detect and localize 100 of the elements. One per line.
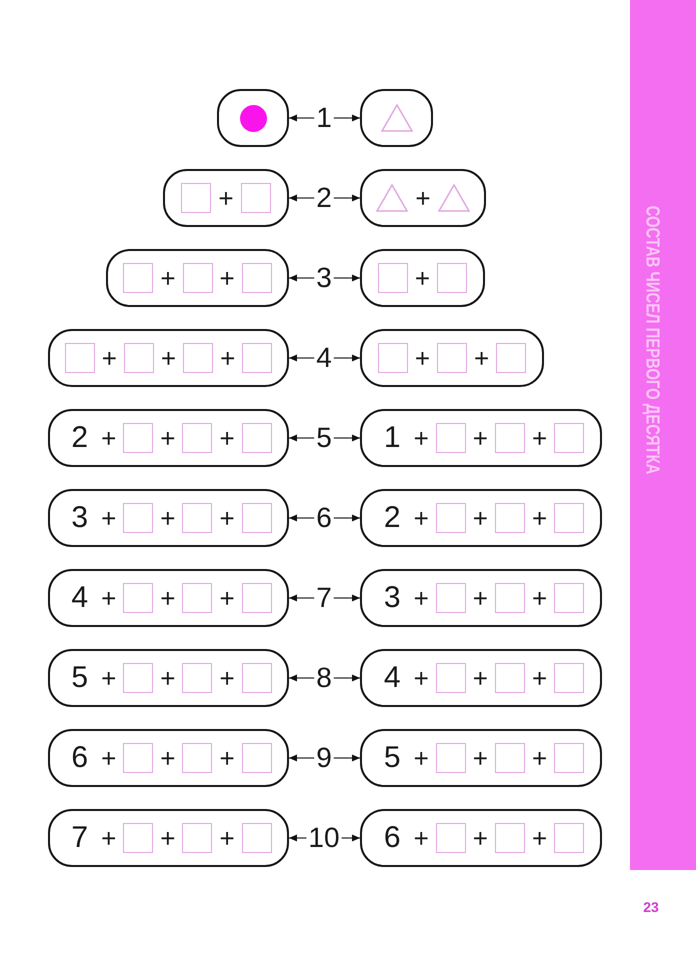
- answer-box: [437, 263, 468, 293]
- plus-sign: +: [532, 505, 548, 531]
- rounded-frame: [48, 409, 289, 467]
- plus-sign: +: [160, 665, 176, 691]
- arrow: [334, 194, 360, 202]
- plus-sign: +: [219, 665, 235, 691]
- plus-sign: +: [101, 825, 116, 851]
- plus-sign: +: [160, 825, 176, 851]
- answer-box: [124, 343, 154, 373]
- rounded-frame: [217, 89, 289, 147]
- rounded-frame: [360, 569, 602, 627]
- arrow: [334, 514, 360, 522]
- plus-sign: +: [102, 345, 117, 371]
- plus-sign: +: [160, 585, 176, 611]
- arrow: [289, 354, 314, 362]
- answer-box: [123, 823, 154, 853]
- number-label: 3: [384, 583, 401, 613]
- arrow: [289, 754, 314, 762]
- arrow: [334, 434, 360, 442]
- arrow: [289, 194, 314, 202]
- answer-box: [242, 343, 272, 373]
- plus-sign: +: [160, 345, 176, 371]
- triangle-icon: [438, 184, 470, 212]
- arrow: [289, 274, 314, 282]
- answer-box: [182, 503, 212, 533]
- answer-box: [123, 743, 154, 773]
- number-label: 6: [384, 823, 401, 853]
- number-label: 4: [71, 583, 88, 613]
- answer-box: [242, 423, 272, 453]
- answer-box: [242, 743, 272, 773]
- number-label: 6: [71, 743, 88, 773]
- answer-box: [378, 343, 408, 373]
- rounded-frame: [360, 809, 602, 867]
- plus-sign: +: [101, 425, 116, 451]
- rounded-frame: [48, 649, 289, 707]
- number-label: 7: [71, 823, 88, 853]
- number-label: 4: [315, 344, 333, 372]
- plus-sign: +: [532, 665, 548, 691]
- arrow: [334, 274, 360, 282]
- answer-box: [494, 823, 525, 853]
- number-label: 5: [315, 424, 333, 452]
- page-number: 23: [643, 899, 659, 915]
- answer-box: [183, 343, 214, 373]
- answer-box: [494, 663, 525, 693]
- plus-sign: +: [472, 585, 488, 611]
- answer-box: [242, 663, 272, 693]
- plus-sign: +: [220, 345, 236, 371]
- arrow: [342, 834, 360, 842]
- rounded-frame: [163, 169, 289, 227]
- plus-sign: +: [219, 585, 235, 611]
- arrow: [289, 674, 314, 682]
- plus-sign: +: [414, 825, 429, 851]
- arrow: [334, 114, 360, 122]
- rounded-frame: [48, 809, 289, 867]
- plus-sign: +: [219, 825, 235, 851]
- plus-sign: +: [101, 585, 116, 611]
- number-label: 9: [315, 744, 333, 772]
- plus-sign: +: [160, 745, 176, 771]
- plus-sign: +: [219, 425, 235, 451]
- plus-sign: +: [414, 745, 429, 771]
- answer-box: [436, 503, 466, 533]
- number-label: 5: [384, 743, 401, 773]
- triangle-icon: [376, 184, 408, 212]
- answer-box: [123, 263, 154, 293]
- number-label: 10: [307, 824, 341, 852]
- arrow: [289, 434, 314, 442]
- answer-box: [182, 743, 212, 773]
- rounded-frame: [106, 249, 289, 307]
- plus-sign: +: [472, 825, 488, 851]
- number-label: 2: [71, 423, 88, 453]
- plus-sign: +: [101, 745, 116, 771]
- number-label: 2: [384, 503, 401, 533]
- answer-box: [436, 743, 466, 773]
- answer-box: [182, 823, 212, 853]
- rounded-frame: [360, 729, 602, 787]
- plus-sign: +: [474, 345, 490, 371]
- section-title: СОСТАВ ЧИСЕЛ ПЕРВОГО ДЕСЯТКА: [642, 206, 662, 474]
- answer-box: [182, 423, 212, 453]
- arrow: [334, 754, 360, 762]
- answer-box: [182, 263, 212, 293]
- plus-sign: +: [472, 425, 488, 451]
- answer-box: [494, 583, 525, 613]
- answer-box: [437, 343, 467, 373]
- rounded-frame: [360, 649, 602, 707]
- answer-box: [494, 743, 525, 773]
- arrow: [289, 114, 314, 122]
- plus-sign: +: [414, 505, 429, 531]
- plus-sign: +: [532, 825, 548, 851]
- answer-box: [182, 583, 212, 613]
- answer-box: [123, 423, 154, 453]
- rounded-frame: [360, 409, 602, 467]
- arrow: [289, 594, 314, 602]
- plus-sign: +: [532, 585, 548, 611]
- number-label: 7: [315, 584, 333, 612]
- answer-box: [554, 583, 584, 613]
- answer-box: [242, 583, 272, 613]
- arrow: [334, 354, 360, 362]
- answer-box: [181, 183, 212, 213]
- answer-box: [494, 423, 525, 453]
- rounded-frame: [360, 249, 485, 307]
